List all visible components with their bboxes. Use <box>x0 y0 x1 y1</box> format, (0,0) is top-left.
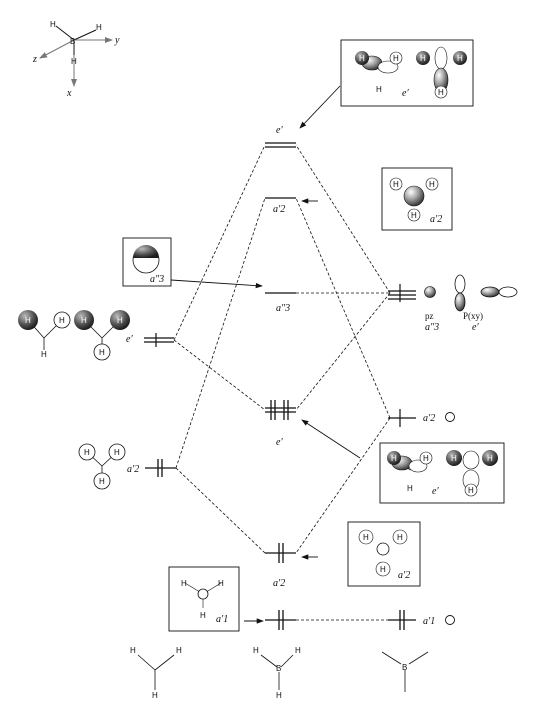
bottom-molecule-bh3: B H H H <box>253 646 301 700</box>
label-pxy-sym: e′ <box>472 322 479 333</box>
electron-arrows-e-mid <box>270 400 289 420</box>
box-mid-e: H H H e′ H H H <box>379 442 505 504</box>
svg-text:H: H <box>391 454 397 463</box>
axis-h3: H <box>71 57 77 66</box>
right-label-a1: a′1 <box>423 616 435 627</box>
left-label-e: e′ <box>126 334 133 345</box>
label-e-top: e′ <box>276 125 283 136</box>
svg-text:H: H <box>393 54 399 63</box>
svg-text:H: H <box>181 579 187 588</box>
svg-text:H: H <box>295 646 301 655</box>
axis-h2: H <box>96 23 102 32</box>
svg-text:H: H <box>218 579 224 588</box>
svg-text:H: H <box>411 211 417 220</box>
svg-text:H: H <box>420 54 426 63</box>
label-a2-upper: a′2 <box>273 204 285 215</box>
svg-text:H: H <box>176 646 182 655</box>
bottom-molecule-b: B <box>381 651 429 692</box>
svg-text:H: H <box>380 565 386 574</box>
label-pz-sym: a″3 <box>425 322 439 333</box>
svg-text:H: H <box>99 477 105 486</box>
right-label-a2: a′2 <box>423 413 435 424</box>
svg-text:H: H <box>117 316 123 325</box>
label-e-mid: e′ <box>276 437 283 448</box>
box-a2-dprime-label: a″3 <box>150 274 164 285</box>
axis-atom-b: B <box>70 37 75 46</box>
axis-x-label: x <box>66 88 72 99</box>
box-a2-lower-label: a′2 <box>398 570 410 581</box>
svg-text:H: H <box>468 486 474 495</box>
svg-text:H: H <box>253 646 259 655</box>
axis-y-label: y <box>114 35 120 46</box>
label-pz: pz <box>425 311 434 321</box>
svg-text:H: H <box>487 454 493 463</box>
right-levels: a′2 a′1 pz a″3 P(xy) e′ <box>388 274 518 630</box>
svg-text:H: H <box>152 691 158 700</box>
svg-text:B: B <box>276 664 281 673</box>
svg-text:H: H <box>81 316 87 325</box>
mo-levels: e′ a′2 a″3 e′ a′2 <box>265 125 318 630</box>
box-top-e-label: e′ <box>402 88 409 99</box>
svg-text:H: H <box>438 88 444 97</box>
svg-text:H: H <box>359 54 365 63</box>
svg-text:H: H <box>276 691 282 700</box>
left-a2-orbital-picture: H H H <box>78 443 126 490</box>
axes-sketch: B H H H z y x <box>32 20 120 99</box>
svg-text:H: H <box>84 448 90 457</box>
axis-z-label: z <box>32 54 37 65</box>
left-label-a2: a′2 <box>127 464 139 475</box>
box-a2-upper-label: a′2 <box>430 214 442 225</box>
label-a2-lower: a′2 <box>273 578 285 589</box>
axis-h1: H <box>50 20 56 29</box>
svg-text:B: B <box>402 663 407 672</box>
svg-text:H: H <box>41 350 47 359</box>
box-a2-dprime: a″3 <box>122 237 172 287</box>
box-top-e: H H H e′ H H H <box>340 39 474 107</box>
bottom-molecule-h3: H H H <box>130 646 182 700</box>
label-a2-dprime: a″3 <box>276 303 290 314</box>
svg-text:H: H <box>200 611 206 620</box>
svg-text:H: H <box>407 484 413 493</box>
box-a2-lower: H H H a′2 <box>347 521 421 587</box>
box-a1: H H H a′1 <box>168 566 240 632</box>
svg-text:H: H <box>59 316 65 325</box>
svg-text:H: H <box>457 54 463 63</box>
box-mid-e-label: e′ <box>432 486 439 497</box>
svg-text:H: H <box>363 533 369 542</box>
svg-text:H: H <box>99 348 105 357</box>
svg-text:H: H <box>423 454 429 463</box>
svg-text:H: H <box>114 448 120 457</box>
svg-text:H: H <box>393 180 399 189</box>
svg-text:H: H <box>451 454 457 463</box>
left-e-orbital-picture: H H H H H H <box>18 310 130 361</box>
box-a1-label: a′1 <box>216 614 228 625</box>
left-levels: e′ a′2 <box>126 333 176 477</box>
correlation-lines <box>173 144 391 621</box>
svg-text:H: H <box>25 316 31 325</box>
svg-text:H: H <box>397 533 403 542</box>
svg-text:H: H <box>429 180 435 189</box>
box-a2-upper: H H H a′2 <box>381 167 453 231</box>
svg-text:H: H <box>376 85 382 94</box>
svg-text:H: H <box>130 646 136 655</box>
label-pxy: P(xy) <box>463 311 483 321</box>
